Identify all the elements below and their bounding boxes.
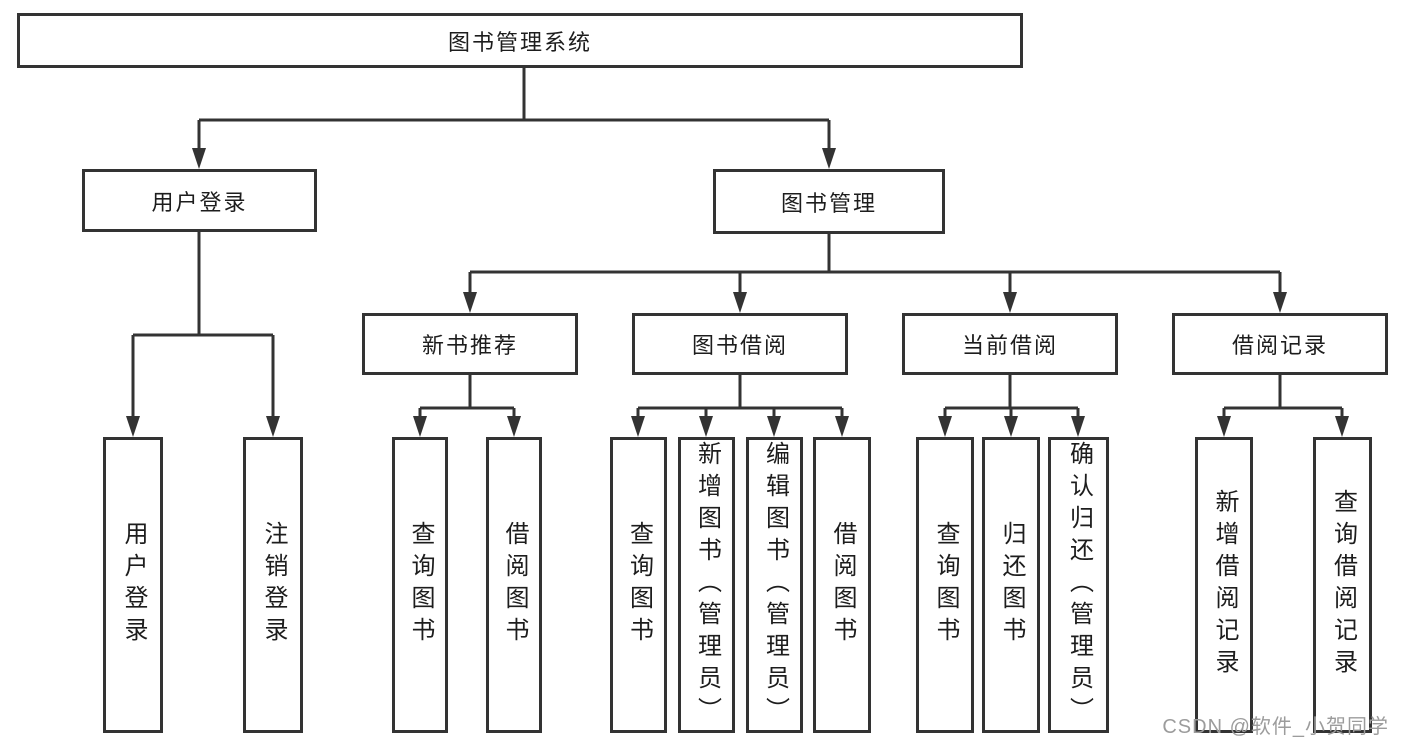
connector-borrow-group	[636, 373, 844, 420]
leaf-records-query: 查询借阅记录	[1313, 437, 1372, 733]
arrowhead-leaf-borrow-1	[699, 416, 713, 437]
connector-new-book-group	[418, 373, 516, 420]
leaf-label: 查询图书	[407, 521, 434, 649]
leaf-new-book-borrow: 借阅图书	[486, 437, 542, 733]
node-records: 借阅记录	[1172, 313, 1388, 375]
arrowhead-leaf-records-1	[1335, 416, 1349, 437]
arrowhead-user-login	[192, 148, 206, 169]
arrowhead-leaf-borrow-2	[767, 416, 781, 437]
connector-book-mgmt-group	[468, 232, 1282, 296]
leaf-current-query: 查询图书	[916, 437, 974, 733]
leaf-label: 用户登录	[120, 521, 147, 649]
arrowhead-records	[1273, 292, 1287, 313]
leaf-label: 借阅图书	[829, 521, 856, 649]
leaf-label: 借阅图书	[501, 521, 528, 649]
arrowhead-leaf-new-book-0	[413, 416, 427, 437]
arrowhead-leaf-user-login-1	[266, 416, 280, 437]
leaf-current-return: 归还图书	[982, 437, 1040, 733]
arrowhead-leaf-current-1	[1004, 416, 1018, 437]
arrowhead-leaf-borrow-3	[835, 416, 849, 437]
connector-records-group	[1222, 373, 1344, 420]
connector-current-group	[943, 373, 1080, 420]
node-book-mgmt: 图书管理	[713, 169, 945, 234]
connector-root-to-level2	[197, 66, 831, 152]
leaf-label: 查询借阅记录	[1329, 489, 1357, 681]
node-borrow: 图书借阅	[632, 313, 848, 375]
leaf-current-confirm-admin: 确认归还（管理员）	[1048, 437, 1109, 733]
arrowhead-leaf-new-book-1	[507, 416, 521, 437]
leaf-label: 新增图书（管理员）	[693, 441, 721, 729]
leaf-borrow-add-admin: 新增图书（管理员）	[678, 437, 735, 733]
arrowhead-book-mgmt	[822, 148, 836, 169]
arrowhead-leaf-current-2	[1071, 416, 1085, 437]
arrowhead-borrow	[733, 292, 747, 313]
connector-user-login-group	[131, 230, 275, 420]
node-user-login: 用户登录	[82, 169, 317, 232]
arrowhead-leaf-current-0	[938, 416, 952, 437]
leaf-borrow-borrow: 借阅图书	[813, 437, 871, 733]
leaf-user-login-login: 用户登录	[103, 437, 163, 733]
leaf-label: 注销登录	[260, 521, 287, 649]
node-current: 当前借阅	[902, 313, 1118, 375]
arrowhead-leaf-records-0	[1217, 416, 1231, 437]
leaf-label: 归还图书	[998, 521, 1025, 649]
arrowhead-leaf-user-login-0	[126, 416, 140, 437]
leaf-user-login-logout: 注销登录	[243, 437, 303, 733]
node-library-system: 图书管理系统	[17, 13, 1023, 68]
csdn-watermark: CSDN @软件_小贺同学	[1162, 716, 1389, 738]
leaf-records-add: 新增借阅记录	[1195, 437, 1253, 733]
leaf-label: 新增借阅记录	[1211, 489, 1238, 681]
arrowhead-leaf-borrow-0	[631, 416, 645, 437]
arrowhead-current	[1003, 292, 1017, 313]
arrowhead-new-book	[463, 292, 477, 313]
leaf-label: 查询图书	[625, 521, 653, 649]
leaf-label: 编辑图书（管理员）	[761, 441, 789, 729]
leaf-label: 查询图书	[932, 521, 959, 649]
leaf-new-book-query: 查询图书	[392, 437, 448, 733]
leaf-label: 确认归还（管理员）	[1065, 441, 1093, 729]
node-new-book: 新书推荐	[362, 313, 578, 375]
leaf-borrow-edit-admin: 编辑图书（管理员）	[746, 437, 803, 733]
leaf-borrow-query: 查询图书	[610, 437, 667, 733]
